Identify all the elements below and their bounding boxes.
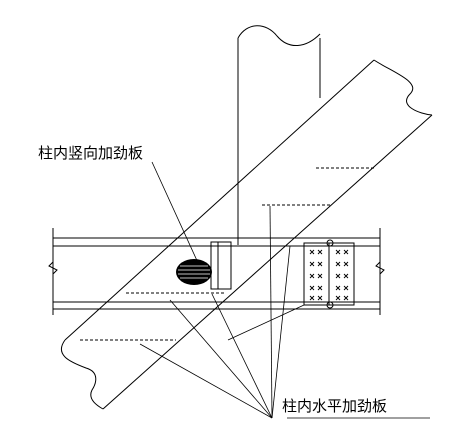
vertical-stiffener-label: 柱内竖向加劲板 [38, 144, 144, 162]
bolt-group [309, 249, 349, 301]
end-plate [303, 239, 355, 309]
horizontal-stiffener-label: 柱内水平加劲板 [282, 397, 388, 415]
leader-lines [139, 161, 430, 419]
vertical-column [237, 25, 321, 245]
diagonal-brace [60, 59, 433, 410]
horizontal-stiffeners [80, 167, 374, 341]
horizontal-beam [48, 228, 385, 315]
vertical-stiffener [176, 241, 232, 290]
